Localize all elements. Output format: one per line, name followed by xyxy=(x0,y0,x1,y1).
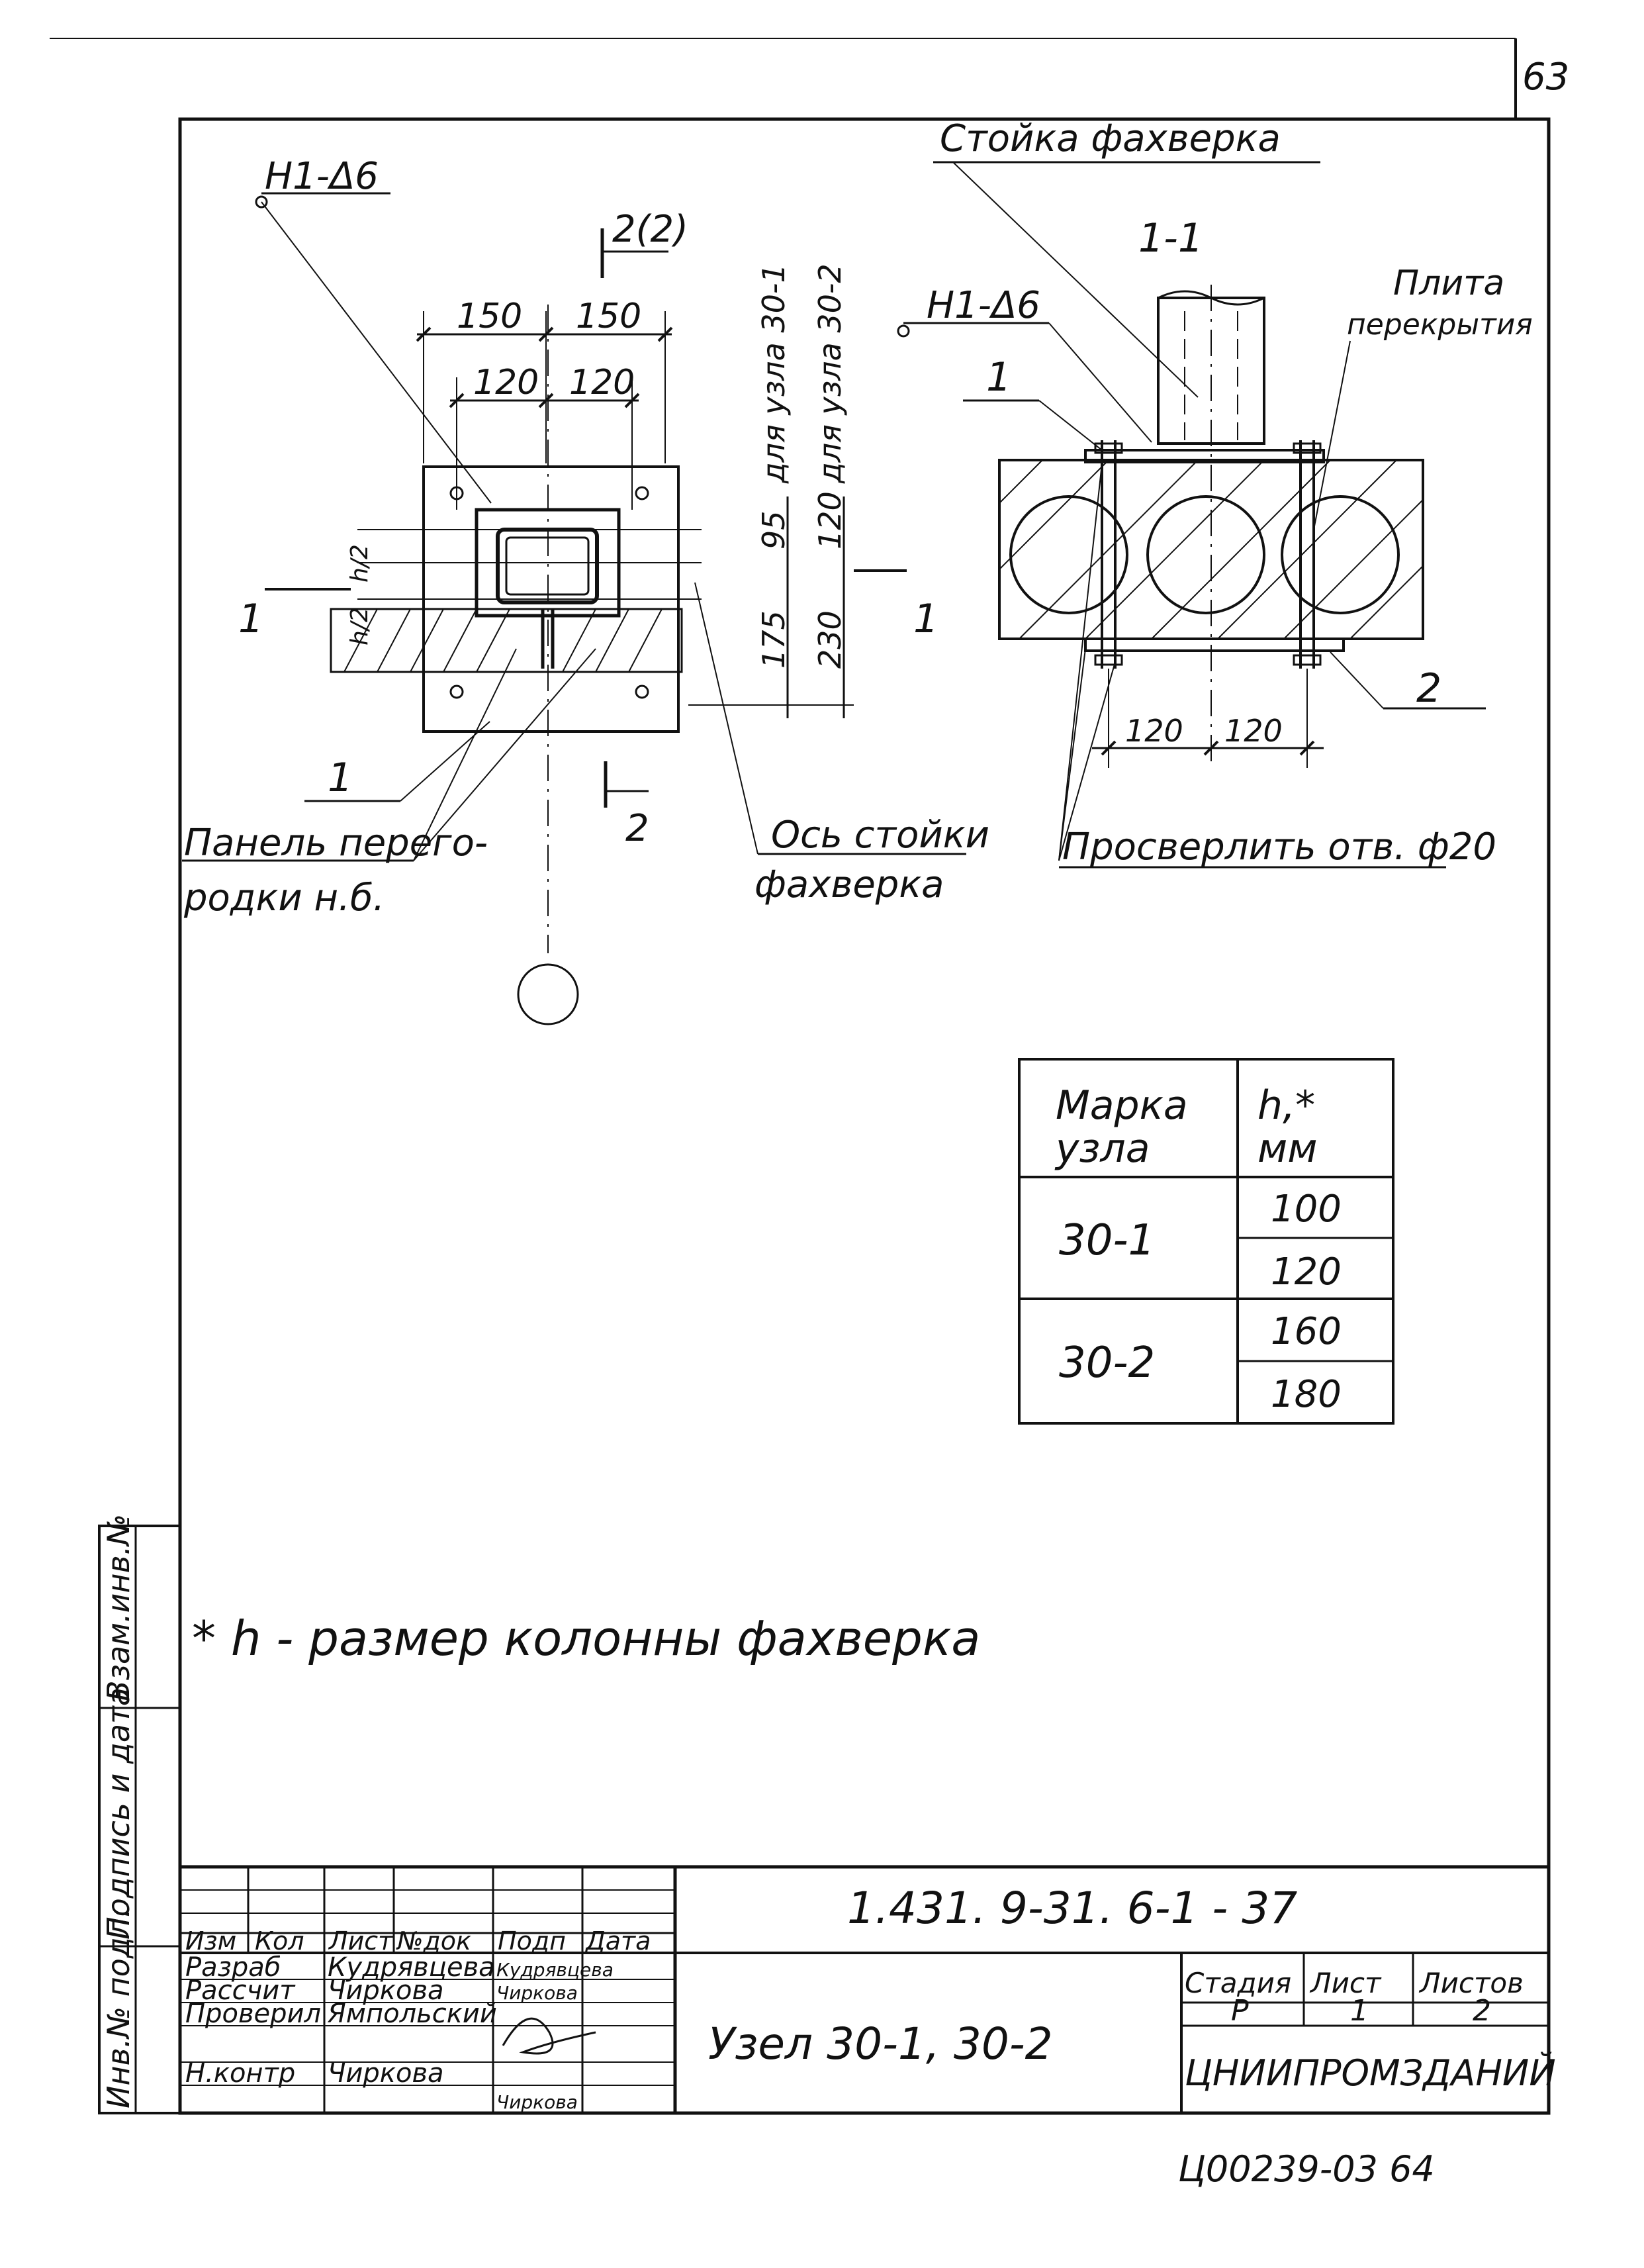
tb-col-data: Дата xyxy=(584,1926,651,1956)
panel-callout-line-1: Панель перего- xyxy=(184,822,488,865)
table-header-h-2: мм xyxy=(1257,1125,1318,1172)
dim-175: 175 xyxy=(756,610,792,669)
archive-stamp: Ц00239-03 64 xyxy=(1178,2148,1435,2190)
table-mark-30-1: 30-1 xyxy=(1059,1216,1155,1265)
page-number: 63 xyxy=(1522,56,1569,99)
section-mark-1-right: 1 xyxy=(913,596,938,642)
panel-callout-line-2: родки н.б. xyxy=(183,876,385,920)
tb-signature-4: Чиркова xyxy=(496,2091,578,2113)
marks-table xyxy=(1018,1058,1394,1425)
dim-230: 230 xyxy=(812,610,848,669)
stage-value: Р xyxy=(1231,1994,1249,2028)
dim-150-left: 150 xyxy=(457,297,522,336)
section-mark-2: 2 xyxy=(625,807,649,850)
margin-vzam-inv: Взам.инв.№ xyxy=(101,1514,136,1701)
tb-surname-4: Чиркова xyxy=(328,2058,444,2089)
tb-signature-1: Кудрявцева xyxy=(496,1959,614,1981)
section-mark-1-left: 1 xyxy=(238,596,263,642)
tb-role-rasschit: Рассчит xyxy=(185,1975,296,2006)
axis-bubble xyxy=(517,963,579,1025)
section-bolts xyxy=(1094,440,1322,669)
tb-surname-2: Чиркова xyxy=(328,1975,444,2006)
sheet-label: Лист xyxy=(1309,1967,1382,1999)
stage-label: Стадия xyxy=(1185,1967,1291,1999)
dim-95: 95 xyxy=(756,510,792,549)
table-value-180: 180 xyxy=(1271,1373,1342,1416)
sheet-value: 1 xyxy=(1350,1994,1369,2028)
tb-role-proveril: Проверил xyxy=(185,1999,321,2029)
tb-signature-scribble xyxy=(502,2017,596,2055)
section-callout-1: 1 xyxy=(986,354,1011,401)
column-label: Стойка фахверка xyxy=(940,117,1281,160)
title-block-grid xyxy=(180,1865,1549,2113)
section-dim-120-right: 120 xyxy=(1224,713,1283,749)
dim-120-vert: 120 xyxy=(812,491,848,549)
left-margin-stamp xyxy=(98,1525,181,2114)
dim-120-left: 120 xyxy=(473,363,539,402)
dim-150-right: 150 xyxy=(576,297,641,336)
axis-callout-line-1: Ось стойки xyxy=(771,814,989,857)
section-dim-120-left: 120 xyxy=(1125,713,1183,749)
tb-col-kol: Кол xyxy=(255,1926,304,1956)
tb-col-ndok: №док xyxy=(396,1926,471,1956)
tb-signature-2: Чиркова xyxy=(496,1982,578,2004)
footnote: * h - размер колонны фахверка xyxy=(192,1611,980,1666)
tb-col-list: Лист xyxy=(328,1926,394,1956)
h-half-label-2: h/2 xyxy=(346,607,373,645)
tb-col-izm: Изм xyxy=(185,1926,236,1956)
plan-weld-label: Н1-Δ6 xyxy=(265,155,379,198)
sheets-value: 2 xyxy=(1473,1994,1491,2028)
table-value-120: 120 xyxy=(1271,1251,1342,1294)
dim-120-right: 120 xyxy=(569,363,635,402)
plan-view: 150 150 120 120 xyxy=(182,155,989,1025)
plan-callout-item-1: 1 xyxy=(328,755,353,801)
sheets-label: Листов xyxy=(1418,1967,1524,1999)
axis-callout-line-2: фахверка xyxy=(754,863,944,906)
slab-label-2: перекрытия xyxy=(1347,308,1533,342)
h-half-label-1: h/2 xyxy=(346,544,373,583)
section-view: 1-1 Стойка фахверка Плита перекрытия xyxy=(897,117,1533,869)
table-mark-30-2: 30-2 xyxy=(1059,1339,1155,1388)
table-value-100: 100 xyxy=(1271,1188,1342,1231)
tb-col-podp: Подп xyxy=(498,1926,566,1956)
table-header-mark-1: Марка xyxy=(1056,1082,1188,1129)
slab-label-1: Плита xyxy=(1393,263,1504,303)
section-title: 1-1 xyxy=(1138,215,1203,261)
table-header-h-1: h,* xyxy=(1257,1082,1315,1129)
section-mark-2-2: 2(2) xyxy=(612,208,688,251)
tb-surname-1: Кудрявцева xyxy=(328,1952,495,1983)
dim-label-30-1: для узла 30-1 xyxy=(756,263,792,484)
table-value-160: 160 xyxy=(1271,1310,1342,1353)
plan-dimensions-top xyxy=(416,311,673,510)
doc-name: Узел 30-1, 30-2 xyxy=(708,2018,1053,2069)
org-name: ЦНИИПРОМЗДАНИЙ xyxy=(1185,2052,1556,2094)
drill-note: Просверлить отв. ф20 xyxy=(1062,826,1496,869)
plan-bolts xyxy=(449,486,649,699)
section-weld-label: Н1-Δ6 xyxy=(927,284,1040,327)
margin-podpis-data: Подпись и дата xyxy=(101,1687,136,1940)
table-header-mark-2: узла xyxy=(1054,1125,1150,1172)
tb-role-nkontr: Н.контр xyxy=(185,2058,295,2089)
doc-code: 1.431. 9-31. 6-1 - 37 xyxy=(847,1883,1297,1934)
drawing-frame xyxy=(50,38,1551,2115)
dim-label-30-2: для узла 30-2 xyxy=(812,263,848,484)
tb-role-razrab: Разраб xyxy=(185,1952,281,1983)
tb-surname-3: Ямпольский xyxy=(327,1999,497,2029)
margin-inv-podl: Инв.№ подл. xyxy=(101,1908,136,2108)
section-callout-2: 2 xyxy=(1416,665,1441,712)
